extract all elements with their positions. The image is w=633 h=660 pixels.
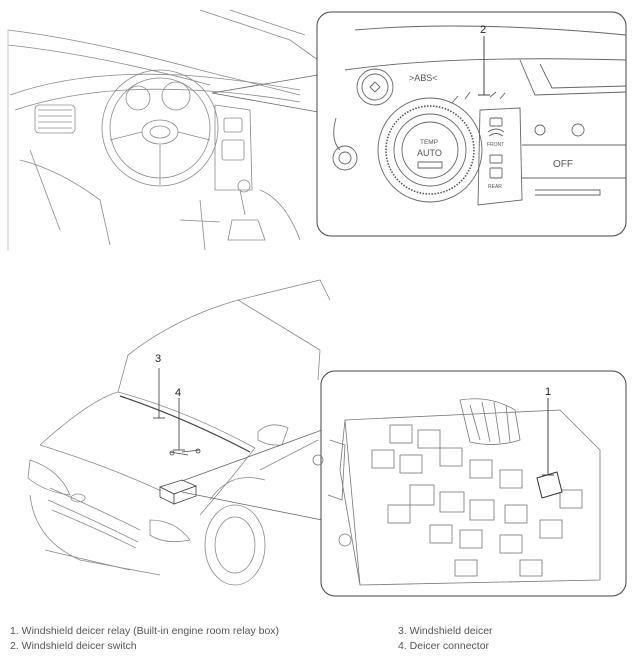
legend-item-4: 4. Deicer connector [398, 640, 490, 652]
legend-left-column: 1. Windshield deicer relay (Built-in eng… [10, 624, 279, 654]
rear-label: REAR [488, 184, 502, 190]
callout-2: 2 [480, 24, 486, 36]
control-panel-inset: >ABS< TEMP AUTO FRONT REAR OFF 2 [316, 11, 627, 237]
dashboard-illustration [7, 9, 319, 251]
off-label: OFF [553, 159, 573, 170]
callout-3: 3 [155, 353, 161, 365]
temp-label: TEMP [420, 139, 438, 146]
callout-4: 4 [175, 387, 181, 399]
auto-label: AUTO [417, 148, 442, 158]
relay-box-inset: 1 [312, 370, 627, 597]
legend-right-column: 3. Windshield deicer 4. Deicer connector [398, 624, 493, 654]
front-label: FRONT [487, 142, 504, 148]
car-illustration [27, 279, 331, 586]
legend-item-2: 2. Windshield deicer switch [10, 640, 137, 652]
abs-label: >ABS< [409, 73, 438, 83]
legend-item-3: 3. Windshield deicer [398, 625, 493, 637]
callout-1: 1 [545, 386, 551, 398]
legend-item-1: 1. Windshield deicer relay (Built-in eng… [10, 625, 280, 637]
